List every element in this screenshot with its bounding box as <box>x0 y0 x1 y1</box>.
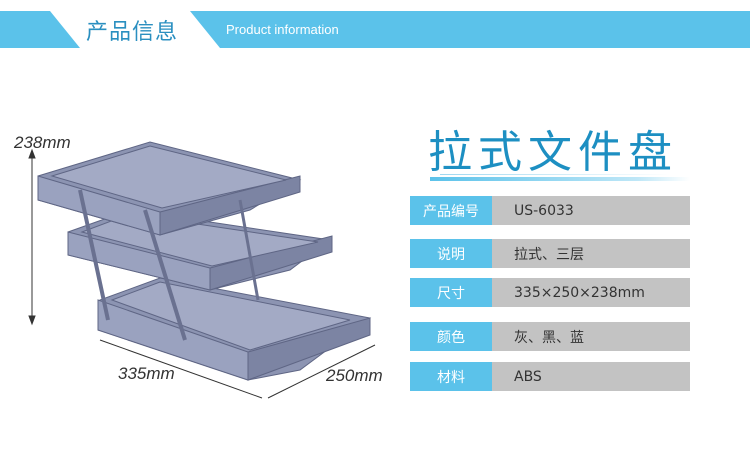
spec-row-model: 产品编号 US-6033 <box>410 196 690 225</box>
width-dimension-label: 250mm <box>326 366 383 385</box>
spec-label: 颜色 <box>410 322 492 351</box>
spec-row-color: 颜色 灰、黑、蓝 <box>410 322 690 351</box>
spec-label: 尺寸 <box>410 278 492 307</box>
spec-row-size: 尺寸 335×250×238mm <box>410 278 690 307</box>
spec-label: 说明 <box>410 239 492 268</box>
spec-value: ABS <box>492 362 690 391</box>
title-underline-thin <box>440 174 670 175</box>
height-dimension-label: 238mm <box>14 133 71 152</box>
spec-row-material: 材料 ABS <box>410 362 690 391</box>
spec-label: 产品编号 <box>410 196 492 225</box>
spec-value: 灰、黑、蓝 <box>492 322 690 351</box>
product-title: 拉式文件盘 <box>428 127 678 178</box>
tray-illustration <box>37 141 372 381</box>
title-underline <box>430 177 690 181</box>
spec-value: 拉式、三层 <box>492 239 690 268</box>
dimension-lines <box>28 148 376 399</box>
spec-label: 材料 <box>410 362 492 391</box>
spec-row-description: 说明 拉式、三层 <box>410 239 690 268</box>
section-header-notch <box>50 11 220 48</box>
section-title-en: Product information <box>226 22 339 37</box>
section-title-cn: 产品信息 <box>86 20 179 45</box>
spec-value: 335×250×238mm <box>492 278 690 307</box>
spec-value: US-6033 <box>492 196 690 225</box>
length-dimension-label: 335mm <box>118 364 175 383</box>
